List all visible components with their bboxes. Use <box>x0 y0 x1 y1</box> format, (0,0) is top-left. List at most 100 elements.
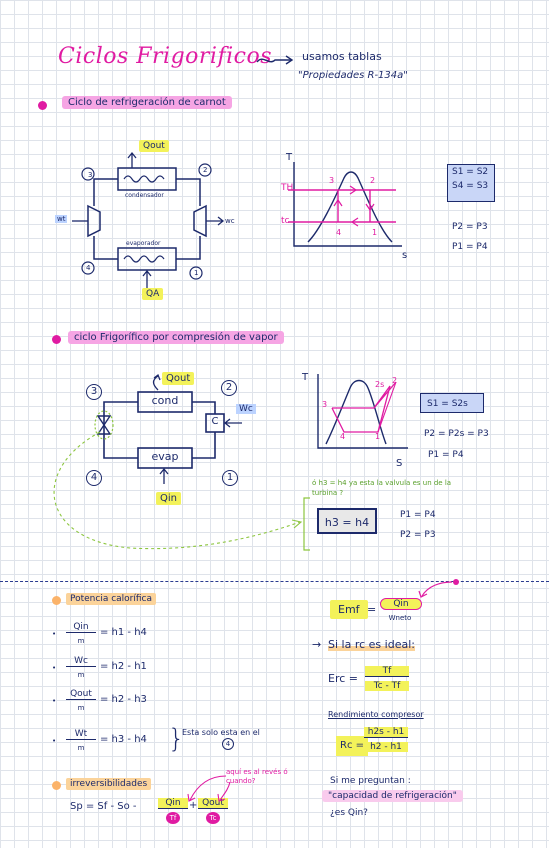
eq4-note: Esta solo esta en el <box>182 728 260 737</box>
erc-num: Tf <box>365 666 409 677</box>
eq2-bullet: • <box>52 664 57 672</box>
sp-eq: Sp = Sf - So - <box>70 801 137 812</box>
vc-cond-label: cond <box>151 394 179 407</box>
sp-pink-note: aquí es al revés ó cuando? <box>226 768 288 785</box>
sp-t2: Tc <box>206 812 220 824</box>
vc-schematic <box>94 373 242 484</box>
section3-bullet <box>52 596 61 605</box>
section2-heading: ciclo Frigorífico por compresión de vapo… <box>68 331 284 344</box>
vc-comp-label: C <box>211 416 219 427</box>
vc-h-prop-1: P1 = P4 <box>400 510 436 520</box>
vc-evap-label: evap <box>151 450 179 463</box>
carnot-ts-T: T <box>286 152 293 163</box>
vc-ts-T: T <box>302 372 309 383</box>
carnot-ts-diagram <box>288 162 402 247</box>
carnot-prop-1: S1 = S2 <box>452 167 489 177</box>
vc-state-1: 1 <box>222 470 238 486</box>
ideal-text: Si la rc es ideal: <box>328 638 415 651</box>
section-divider <box>0 581 549 582</box>
question-line3: ¿es Qin? <box>330 808 368 818</box>
header-note-line1: usamos tablas <box>302 50 382 63</box>
carnot-state-3: 3 <box>88 171 93 179</box>
erc-left: Erc = <box>328 672 358 685</box>
eq4-bullet: • <box>52 737 57 745</box>
section2-bullet <box>52 335 61 344</box>
vc-ts-diagram <box>317 374 408 449</box>
carnot-props-box: S1 = S2 S4 = S3 <box>447 164 495 202</box>
rend-left: Rc = <box>336 736 369 756</box>
erc-den: Tc - Tf <box>365 681 409 691</box>
page-title: Ciclos Frigorificos <box>58 44 272 69</box>
eq1-den: m <box>77 637 85 645</box>
carnot-prop-4: P1 = P4 <box>452 242 488 252</box>
carnot-ts-s: s <box>402 250 408 261</box>
carnot-schematic <box>72 151 225 288</box>
eq2-den: m <box>77 671 85 679</box>
eq4-rhs: = h3 - h4 <box>100 734 147 745</box>
eq3-num: Qout <box>66 689 96 700</box>
carnot-state-1: 1 <box>194 269 199 277</box>
vc-props-box: S1 = S2s <box>420 393 484 413</box>
eq2-num: Wc <box>66 656 96 667</box>
header-arrow <box>256 55 294 65</box>
carnot-qin: QA <box>142 288 164 300</box>
emf-arrow <box>418 579 459 598</box>
vc-qin: Qin <box>156 492 181 505</box>
carnot-state-2: 2 <box>203 166 208 174</box>
eq4-brace: } <box>168 724 185 754</box>
carnot-ts-TC: tc <box>281 216 290 226</box>
vc-h-prop-2: P2 = P3 <box>400 530 436 540</box>
carnot-condenser-label: condensador <box>125 192 164 199</box>
carnot-ts-point-3: 3 <box>329 176 335 185</box>
irr-heading: irreversibilidades <box>66 778 152 790</box>
eq2-rhs: = h2 - h1 <box>100 661 147 672</box>
header-note-line2: "Propiedades R-134a" <box>298 70 408 81</box>
section3-heading: Potencia calorífica <box>66 593 157 605</box>
rend-num: h2s - h1 <box>364 727 408 738</box>
carnot-ts-point-1: 1 <box>372 228 378 237</box>
vc-wc: Wc <box>236 404 256 414</box>
carnot-prop-3: P2 = P3 <box>452 222 488 232</box>
sp-note-arrows <box>187 775 231 802</box>
carnot-wt: wt <box>55 215 68 223</box>
carnot-state-4: 4 <box>86 264 91 272</box>
emf-den: Wneto <box>388 614 412 622</box>
eq3-rhs: = h2 - h3 <box>100 694 147 705</box>
rend-heading: Rendimiento compresor <box>328 710 424 719</box>
emf-left: Emf <box>330 600 368 619</box>
vc-state-4: 4 <box>86 470 102 486</box>
vc-ts-point-1: 1 <box>375 432 381 441</box>
vc-prop-1: P2 = P2s = P3 <box>424 429 489 439</box>
carnot-evaporator-label: evaporador <box>126 240 161 247</box>
sp-q1: Qin <box>158 798 188 809</box>
carnot-ts-point-2: 2 <box>370 176 376 185</box>
vc-valve-note: ó h3 = h4 ya esta la valvula es un de la… <box>312 479 452 497</box>
vc-ts-S: S <box>396 458 403 469</box>
emf-num: Qin <box>380 598 422 610</box>
question-line1: Si me preguntan : <box>330 776 411 786</box>
eq3-den: m <box>77 704 85 712</box>
eq4-den: m <box>77 744 85 752</box>
eq4-num: Wt <box>66 729 96 740</box>
eq3-bullet: • <box>52 697 57 705</box>
vc-ts-point-2: 2 <box>392 376 398 385</box>
vc-ts-point-4: 4 <box>340 432 346 441</box>
section1-heading: Ciclo de refrigeración de carnot <box>62 96 232 109</box>
irr-bullet <box>52 781 61 790</box>
eq4-note-ref: 4 <box>222 738 234 750</box>
vc-state-3: 3 <box>86 384 102 400</box>
vc-h-box: h3 = h4 <box>317 508 377 534</box>
vc-ts-point-2s: 2s <box>375 380 385 389</box>
carnot-ts-TH: TH <box>281 183 294 193</box>
eq1-bullet: • <box>52 630 57 638</box>
vc-state-2: 2 <box>221 380 237 396</box>
vc-ts-point-3: 3 <box>322 400 328 409</box>
vc-prop-2: P1 = P4 <box>428 450 464 460</box>
sp-t1: Tf <box>166 812 180 824</box>
eq1-rhs: = h1 - h4 <box>100 627 147 638</box>
vc-qout: Qout <box>162 372 195 385</box>
sp-q2: Qout <box>198 798 228 809</box>
question-line2: "capacidad de refrigeración" <box>322 790 463 802</box>
section1-bullet <box>38 101 47 110</box>
